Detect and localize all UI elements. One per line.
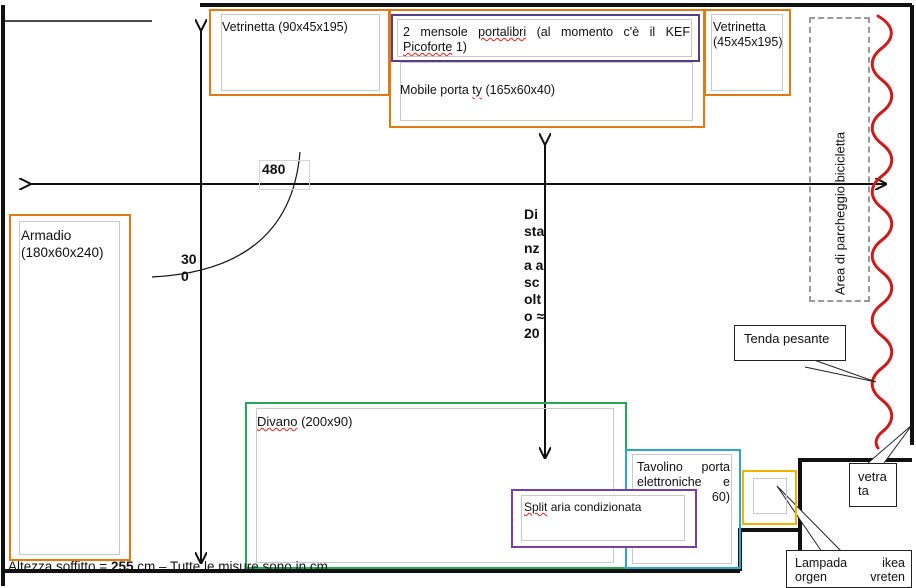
tavolino-label: Tavolino porta elettroniche e 60) — [637, 460, 730, 504]
mensole-label: 2 mensole portalibri (al momento c'è il … — [403, 25, 690, 54]
callout-lampada: Lampada ikea orgen vreten — [786, 550, 912, 588]
mobile-tv-inner — [400, 62, 693, 121]
tenda-pointer — [799, 354, 877, 383]
mensole-inner — [397, 19, 692, 57]
callout-vetrata: vetrata — [849, 463, 897, 507]
split-aria-condizionata — [511, 489, 697, 548]
vetrinetta-right — [704, 9, 791, 96]
divano-label: Divano (200x90) — [257, 414, 353, 429]
vetrata-pointer — [867, 424, 913, 464]
lampada-pointer — [776, 485, 843, 553]
lampada-inner — [753, 478, 787, 514]
split-label: Split aria condizionata — [524, 500, 642, 514]
armadio-inner — [19, 221, 120, 555]
split-inner — [521, 495, 685, 541]
listening-distance-label: Distanza ascolto ≈ 20 — [524, 206, 545, 341]
footer-note: Altezza soffitto = 255 cm – Tutte le mis… — [8, 559, 328, 574]
bike-parking-label: Area di parcheggio bicicletta — [832, 131, 848, 296]
bike-parking-area — [809, 17, 870, 302]
divano-inner — [256, 408, 614, 563]
lampada — [742, 470, 797, 525]
armadio-label: Armadio (180x60x240) — [21, 228, 104, 260]
vetrinetta-left-label: Vetrinetta (90x45x195) — [222, 20, 348, 34]
mobile-tv-label: Mobile porta ty (165x60x40) — [400, 83, 555, 97]
width-label: 480 — [262, 161, 286, 177]
vetrinetta-right-inner — [711, 14, 783, 91]
callout-tenda: Tenda pesante — [734, 325, 846, 361]
armadio — [9, 214, 131, 561]
room-walls — [1, 3, 914, 586]
vetrinetta-right-label: Vetrinetta (45x45x195) — [713, 20, 783, 49]
curtain-icon — [870, 14, 894, 450]
width-label-box — [259, 160, 310, 190]
mensole-portalibri — [391, 14, 700, 62]
vetrinetta-left-inner — [221, 14, 380, 91]
depth-label: 300 — [181, 251, 197, 284]
